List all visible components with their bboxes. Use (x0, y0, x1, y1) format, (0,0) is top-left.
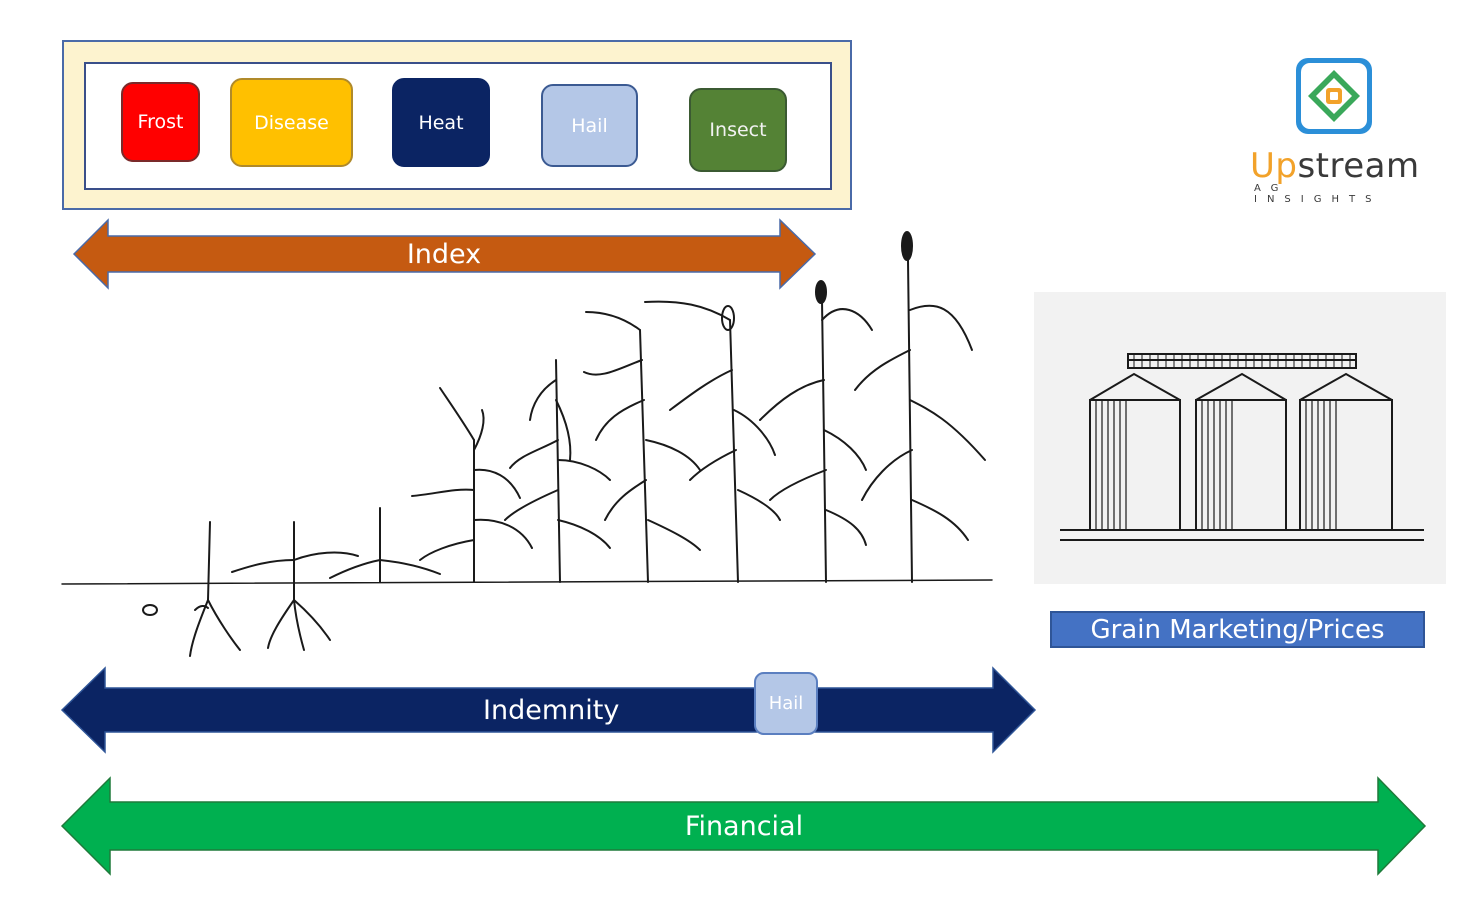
silo-icon (1060, 353, 1424, 541)
indemnity-arrow (60, 666, 1037, 754)
peril-hail: Hail (541, 84, 638, 167)
grain-silo-illustration (1034, 292, 1446, 584)
peril-frost: Frost (121, 82, 200, 162)
peril-insect: Insect (689, 88, 787, 172)
grain-marketing-label: Grain Marketing/Prices (1050, 611, 1425, 648)
brand-tagline: AG INSIGHTS (1254, 183, 1382, 205)
upstream-logo-icon (1296, 58, 1372, 134)
crop-growth-illustration (61, 231, 993, 657)
brand-name: Upstream (1250, 146, 1420, 186)
peril-disease: Disease (230, 78, 353, 167)
index-arrow (72, 218, 817, 290)
indemnity-hail-badge: Hail (754, 672, 818, 735)
financial-arrow (60, 776, 1427, 876)
peril-heat: Heat (392, 78, 490, 167)
